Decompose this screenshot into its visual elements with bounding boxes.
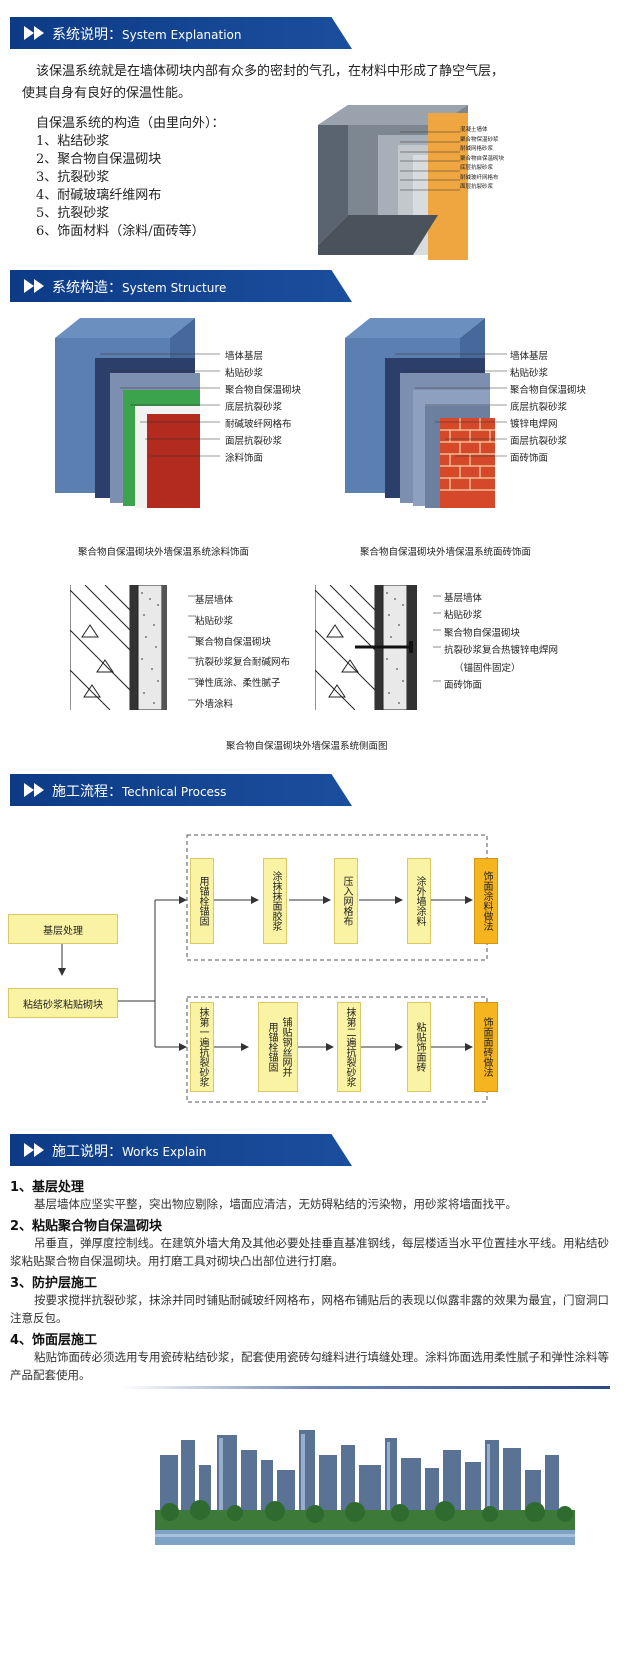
section-view-left bbox=[70, 585, 167, 710]
intro-line-2: 使其自身有良好的保温性能。 bbox=[22, 86, 192, 101]
section-header-technical-process: 施工流程：Technical Process bbox=[10, 774, 352, 806]
block-label: 耐碱网格砂浆 bbox=[460, 146, 494, 152]
layer-label: 粘贴砂浆 bbox=[510, 368, 549, 379]
section-caption: 聚合物自保温砌块外墙保温系统侧面图 bbox=[226, 741, 388, 752]
process-step: 压入网格布 bbox=[334, 858, 358, 944]
structure-item: 5、抗裂砂浆 bbox=[36, 206, 110, 221]
right-diagram-caption: 聚合物自保温砌块外墙保温系统面砖饰面 bbox=[360, 547, 532, 558]
right-diagram-leaders bbox=[395, 353, 507, 457]
layer-label: 涂料饰面 bbox=[225, 453, 264, 464]
structure-item: 1、粘结砂浆 bbox=[36, 134, 110, 149]
block-label: 面层抗裂砂浆 bbox=[460, 184, 494, 190]
section-label: 外墙涂料 bbox=[195, 698, 234, 710]
right-section-labels: 基层墙体 粘贴砂浆 聚合物自保温砌块 抗裂砂浆复合热镀锌电焊网 （锚固件固定） … bbox=[444, 590, 558, 694]
coating-finish-diagram bbox=[55, 318, 200, 508]
section-label: 基层墙体 bbox=[195, 595, 234, 606]
section-label: 抗裂砂浆复合耐碱网布 bbox=[195, 657, 291, 669]
process-step: 涂外墙涂料 bbox=[407, 858, 431, 944]
works-title: 1、基层处理 bbox=[10, 1180, 85, 1195]
block-label: 底层抗裂砂浆 bbox=[460, 165, 494, 171]
process-step-base-treatment: 基层处理 bbox=[8, 914, 118, 944]
divider bbox=[120, 1386, 610, 1389]
section-header-system-structure: 系统构造：System Structure bbox=[10, 270, 352, 302]
process-step: 抹第一遍抗裂砂浆 bbox=[190, 1002, 214, 1092]
section-label: 聚合物自保温砌块 bbox=[195, 636, 272, 648]
process-step: 抹第二遍抗裂砂浆 bbox=[337, 1002, 361, 1092]
right-section-leaders bbox=[433, 595, 441, 682]
process-step: 涂抹抹面胶浆 bbox=[263, 858, 287, 944]
section-label: （锚固件固定） bbox=[454, 662, 521, 674]
double-arrow-icon bbox=[24, 783, 44, 797]
left-diagram-labels: 墙体基层 粘贴砂浆 聚合物自保温砌块 底层抗裂砂浆 耐碱玻纤网格布 面层抗裂砂浆… bbox=[225, 348, 301, 467]
block-label: 聚合物自保温砌块 bbox=[460, 155, 505, 162]
layer-label: 聚合物自保温砌块 bbox=[510, 385, 587, 396]
process-step: 粘贴饰面砖 bbox=[407, 1002, 431, 1092]
section-label: 面砖饰面 bbox=[444, 680, 483, 692]
process-step: 用锚栓锚固 bbox=[190, 858, 214, 944]
layer-label: 聚合物自保温砌块 bbox=[225, 385, 302, 396]
left-section-labels: 基层墙体 粘贴砂浆 聚合物自保温砌块 抗裂砂浆复合耐碱网布 弹性底涂、柔性腻子 … bbox=[195, 591, 290, 716]
works-title: 2、粘贴聚合物自保温砌块 bbox=[10, 1219, 163, 1234]
section-label: 抗裂砂浆复合热镀锌电焊网 bbox=[444, 645, 559, 657]
layer-label: 面层抗裂砂浆 bbox=[510, 436, 568, 447]
small-block-labels: 混凝土墙体 聚合物保温砂浆 耐碱网格砂浆 聚合物自保温砌块 底层抗裂砂浆 耐碱玻… bbox=[460, 126, 504, 193]
layer-label: 面砖饰面 bbox=[510, 453, 549, 464]
layer-label: 墙体基层 bbox=[510, 351, 549, 362]
works-title: 4、饰面层施工 bbox=[10, 1333, 98, 1348]
layer-label: 面层抗裂砂浆 bbox=[225, 436, 283, 447]
works-text: 吊垂直，弹厚度控制线。在建筑外墙大角及其他必要处挂垂直基准钢线，每层楼适当水平位… bbox=[10, 1236, 609, 1268]
section-header-system-explanation: 系统说明：System Explanation bbox=[10, 17, 352, 49]
double-arrow-icon bbox=[24, 1143, 44, 1157]
works-text: 基层墙体应坚实平整，突出物应剔除，墙面应清洁，无妨碍粘结的污染物，用砂浆将墙面找… bbox=[34, 1197, 517, 1211]
structure-list: 1、粘结砂浆 2、聚合物自保温砌块 3、抗裂砂浆 4、耐碱玻璃纤维网布 5、抗裂… bbox=[36, 133, 205, 241]
works-title: 3、防护层施工 bbox=[10, 1276, 98, 1291]
works-list: 1、基层处理 基层墙体应坚实平整，突出物应剔除，墙面应清洁，无妨碍粘结的污染物，… bbox=[10, 1176, 610, 1384]
process-step-anchor-mesh: 铺贴钢丝网并 用锚栓锚固 bbox=[258, 1002, 298, 1092]
block-label: 聚合物保温砂浆 bbox=[460, 136, 499, 143]
process-connectors bbox=[58, 834, 488, 1103]
layer-label: 镀锌电焊网 bbox=[510, 419, 558, 430]
process-step-bond-blocks: 粘结砂浆粘贴砌块 bbox=[8, 988, 118, 1018]
right-diagram-labels: 墙体基层 粘贴砂浆 聚合物自保温砌块 底层抗裂砂浆 镀锌电焊网 面层抗裂砂浆 面… bbox=[510, 348, 586, 467]
structure-item: 6、饰面材料（涂料/面砖等） bbox=[36, 224, 205, 239]
process-end-coating: 饰面涂料做法 bbox=[474, 858, 498, 944]
double-arrow-icon bbox=[24, 279, 44, 293]
left-diagram-caption: 聚合物自保温砌块外墙保温系统涂料饰面 bbox=[78, 547, 250, 558]
left-section-leaders bbox=[188, 595, 196, 701]
structure-title: 自保温系统的构造（由里向外）： bbox=[36, 116, 225, 131]
layer-label: 墙体基层 bbox=[225, 351, 264, 362]
section-label: 聚合物自保温砌块 bbox=[444, 627, 521, 639]
section-title: 系统说明：System Explanation bbox=[52, 27, 242, 43]
section-label: 基层墙体 bbox=[444, 593, 483, 604]
layer-label: 底层抗裂砂浆 bbox=[510, 402, 568, 413]
city-skyline-image bbox=[155, 1410, 575, 1545]
works-text: 粘贴饰面砖必须选用专用瓷砖粘结砂浆，配套使用瓷砖勾缝料进行填缝处理。涂料饰面选用… bbox=[10, 1350, 609, 1382]
intro-line-1: 该保温系统就是在墙体砌块内部有众多的密封的气孔，在材料中形成了静空气层， bbox=[36, 64, 505, 79]
section-label: 弹性底涂、柔性腻子 bbox=[195, 678, 281, 690]
structure-item: 3、抗裂砂浆 bbox=[36, 170, 110, 185]
section-label: 粘贴砂浆 bbox=[444, 610, 483, 622]
layer-label: 粘贴砂浆 bbox=[225, 368, 264, 379]
section-label: 粘贴砂浆 bbox=[195, 615, 234, 627]
section-header-works-explain: 施工说明：Works Explain bbox=[10, 1134, 352, 1166]
section-title: 系统构造：System Structure bbox=[52, 280, 227, 296]
structure-item: 4、耐碱玻璃纤维网布 bbox=[36, 188, 162, 203]
layer-label: 底层抗裂砂浆 bbox=[225, 402, 283, 413]
block-label: 混凝土墙体 bbox=[460, 127, 488, 133]
block-label: 耐碱玻纤网格布 bbox=[460, 174, 499, 181]
section-title: 施工流程：Technical Process bbox=[52, 784, 227, 800]
layer-label: 耐碱玻纤网格布 bbox=[225, 419, 292, 430]
double-arrow-icon bbox=[24, 26, 44, 40]
section-title: 施工说明：Works Explain bbox=[52, 1144, 207, 1160]
process-end-tile: 饰面面砖做法 bbox=[474, 1002, 498, 1092]
left-diagram-leaders bbox=[100, 353, 220, 457]
section-view-right bbox=[315, 585, 417, 710]
wall-block-illustration bbox=[318, 105, 468, 260]
structure-item: 2、聚合物自保温砌块 bbox=[36, 152, 162, 167]
block-leader-lines bbox=[400, 131, 460, 191]
works-text: 按要求搅拌抗裂砂浆，抹涂并同时铺贴耐碱玻纤网格布，网格布铺贴后的表现以似露非露的… bbox=[10, 1293, 609, 1325]
tile-finish-diagram bbox=[345, 318, 495, 508]
